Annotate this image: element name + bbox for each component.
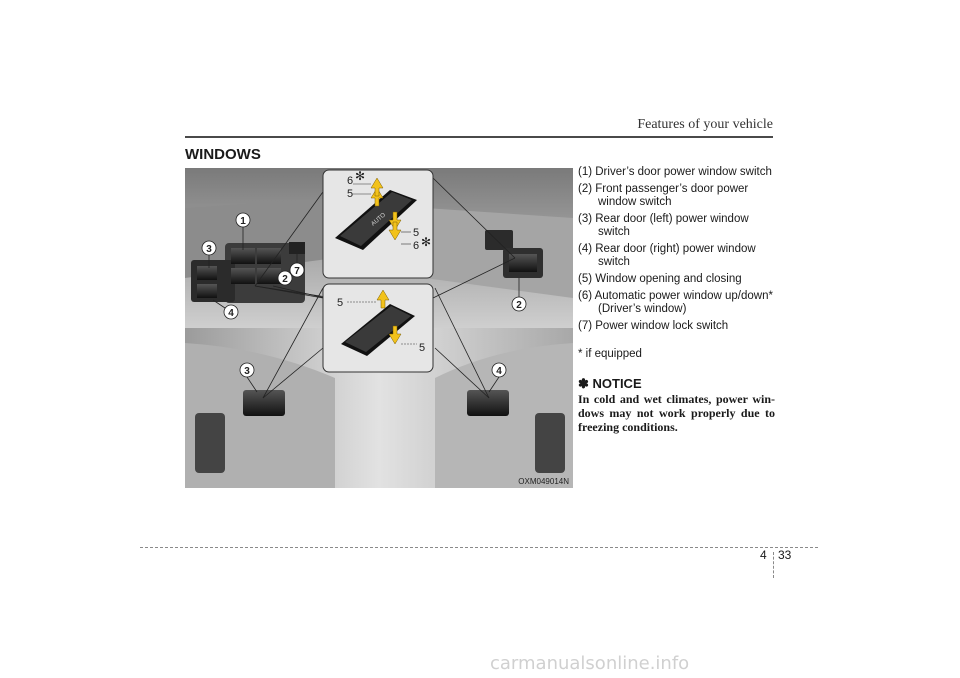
auto-switch-inset: AUTO 6 ✻ 5 5 6 ✻ (322, 169, 434, 279)
list-item: (3) Rear door (left) power window switch (578, 213, 749, 238)
list-item: (5) Window opening and closing (578, 273, 742, 285)
star-top: ✻ (355, 169, 365, 183)
list-item: (1) Driver’s door power window switch (578, 166, 772, 178)
manual-switch-inset: 5 5 (322, 283, 434, 373)
page-chapter: 4 (760, 548, 767, 562)
callout-badge-2-left: 2 (277, 270, 293, 286)
list-item: (2) Front passenger’s door power window … (578, 183, 749, 208)
page-number: 33 (778, 548, 792, 562)
callout-5-right: 5 (413, 227, 419, 239)
svg-text:1: 1 (240, 216, 246, 227)
callout-badge-1: 1 (235, 212, 251, 250)
callout-6-top: 6 (347, 175, 353, 187)
callout-badge-3-top: 3 (201, 240, 217, 268)
driver-switch-cluster (191, 242, 305, 303)
header-rule (185, 136, 773, 138)
rear-right-switch (467, 390, 509, 416)
callout-5-mid-right: 5 (419, 342, 425, 354)
svg-text:4: 4 (496, 366, 502, 377)
svg-text:3: 3 (206, 244, 212, 255)
callout-badge-2-right: 2 (511, 278, 527, 312)
callout-badge-4-top: 4 (212, 299, 239, 320)
svg-text:2: 2 (282, 274, 288, 285)
svg-text:3: 3 (244, 366, 250, 377)
svg-text:2: 2 (516, 300, 522, 311)
list-item: (6) Automatic power window up/down* (Dri… (578, 290, 773, 315)
callout-6-right: 6 (413, 240, 419, 252)
callout-5-top: 5 (347, 188, 353, 200)
callout-badge-3-bottom: 3 (239, 362, 258, 393)
figure-code: OXM049014N (518, 477, 569, 486)
list-item: (7) Power window lock switch (578, 320, 729, 332)
notice-body: In cold and wet climates, power win-dows… (578, 392, 775, 434)
star-right: ✻ (421, 235, 431, 249)
svg-text:7: 7 (294, 266, 300, 277)
callout-badge-4-bottom: 4 (488, 362, 507, 393)
switch-list: (1) Driver’s door power window switch (2… (578, 166, 778, 337)
svg-text:4: 4 (228, 308, 234, 319)
notice-title: ✽ NOTICE (578, 376, 642, 391)
callout-badge-7: 7 (289, 252, 305, 278)
figure-illustration: AUTO 6 ✻ 5 5 6 ✻ (185, 168, 573, 488)
callout-5-mid-left: 5 (337, 297, 343, 309)
watermark: carmanualsonline.info (490, 653, 690, 674)
section-title: WINDOWS (185, 146, 261, 163)
rear-left-switch (243, 390, 285, 416)
footnote: * if equipped (578, 348, 642, 360)
list-item: (4) Rear door (right) power window switc… (578, 243, 756, 268)
page-divider (773, 552, 774, 578)
footer-rule (140, 547, 818, 548)
header-title: Features of your vehicle (637, 117, 773, 132)
window-switch-figure: AUTO 6 ✻ 5 5 6 ✻ (185, 168, 573, 488)
